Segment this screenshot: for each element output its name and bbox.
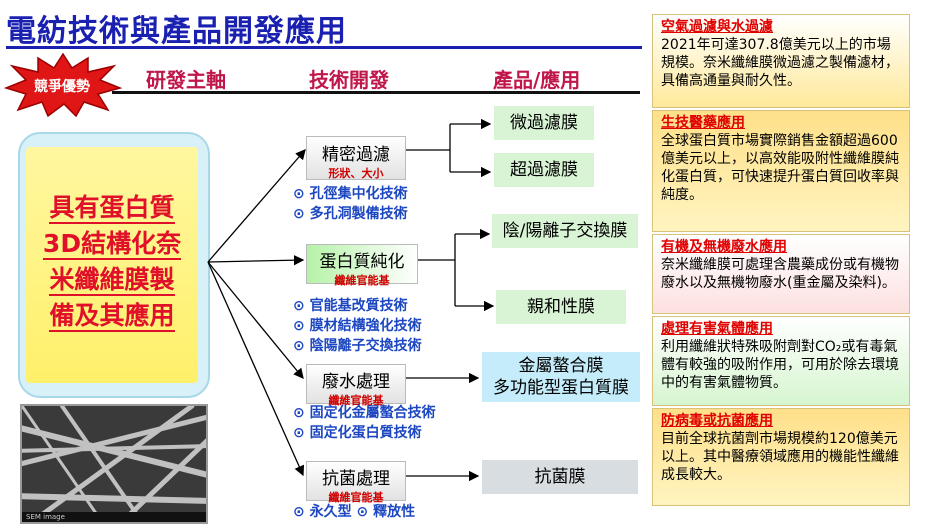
starburst-badge bbox=[4, 52, 122, 118]
app-box-heading: 空氣過濾與水過濾 bbox=[661, 19, 773, 35]
column-heading-product: 產品/應用 bbox=[493, 68, 581, 92]
main-topic-line: 米纖維膜製 bbox=[49, 265, 175, 296]
bullet-item: ⊙ 固定化金屬螯合技術 bbox=[293, 405, 436, 421]
bullet-item: ⊙ 膜材結構強化技術 bbox=[293, 318, 422, 334]
tech-node-precision-filtration: 精密過濾 形狀、大小 bbox=[306, 136, 406, 180]
product-ion-exchange: 陰/陽離子交換膜 bbox=[492, 214, 638, 248]
tech-node-sublabel: 纖維官能基 bbox=[328, 394, 384, 407]
tech-node-sublabel: 纖維官能基 bbox=[334, 274, 390, 287]
main-topic-line: 具有蛋白質 bbox=[49, 193, 175, 224]
app-box-heading: 處理有害氣體應用 bbox=[661, 321, 773, 337]
tech-bullets-wastewater: ⊙ 固定化金屬螯合技術 ⊙ 固定化蛋白質技術 bbox=[293, 403, 436, 443]
app-box-harmful-gas: 處理有害氣體應用 利用纖維狀特殊吸附劑對CO₂或有毒氣體有較強的吸附作用，可用於… bbox=[652, 316, 910, 406]
tech-node-wastewater: 廢水處理 纖維官能基 bbox=[306, 364, 406, 407]
app-box-air-water: 空氣過濾與水過濾 2021年可達307.8億美元以上的市場規模。奈米纖維膜微過濾… bbox=[652, 14, 910, 108]
bullet-item: ⊙ 陰陽離子交換技術 bbox=[293, 338, 422, 354]
title-underline bbox=[6, 46, 642, 49]
product-microfiltration: 微過濾膜 bbox=[494, 106, 594, 140]
main-topic-text: 具有蛋白質 3D結構化奈 米纖維膜製 備及其應用 bbox=[28, 190, 196, 334]
fiber-image bbox=[22, 406, 206, 522]
app-box-antiviral: 防病毒或抗菌應用 目前全球抗菌劑市場規模約120億美元以上。其中醫療領域應用的機… bbox=[652, 408, 910, 506]
product-chelate-line: 金屬螯合膜 bbox=[518, 356, 604, 376]
app-box-body: 目前全球抗菌劑市場規模約120億美元以上。其中醫療領域應用的機能性纖維成長較大。 bbox=[661, 431, 899, 483]
tech-node-protein-purification: 蛋白質純化 纖維官能基 bbox=[306, 244, 418, 287]
product-ultrafiltration: 超過濾膜 bbox=[494, 153, 594, 187]
product-antibacterial: 抗菌膜 bbox=[482, 460, 638, 494]
heading-rule bbox=[112, 91, 640, 94]
app-box-biotech: 生技醫藥應用 全球蛋白質市場實際銷售金額超過600億美元以上，以高效能吸附性纖維… bbox=[652, 110, 910, 232]
app-box-body: 全球蛋白質市場實際銷售金額超過600億美元以上，以高效能吸附性纖維膜純化蛋白質，… bbox=[661, 133, 899, 203]
tech-node-label: 抗菌處理 bbox=[322, 469, 390, 489]
column-heading-tech: 技術開發 bbox=[309, 68, 389, 92]
app-box-heading: 防病毒或抗菌應用 bbox=[661, 413, 773, 429]
product-multifunction-line: 多功能型蛋白質膜 bbox=[493, 378, 629, 398]
tech-node-label: 廢水處理 bbox=[322, 372, 390, 392]
main-topic-box bbox=[26, 147, 198, 383]
product-affinity: 親和性膜 bbox=[496, 290, 626, 324]
bullet-item: ⊙ 孔徑集中化技術 bbox=[293, 186, 408, 202]
tech-node-antibacterial: 抗菌處理 纖維官能基 bbox=[306, 461, 406, 504]
page-title: 電紡技術與產品開發應用 bbox=[6, 14, 347, 49]
badge-label: 競爭優勢 bbox=[34, 79, 90, 95]
main-topic-line: 備及其應用 bbox=[49, 301, 175, 332]
tech-node-sublabel: 形狀、大小 bbox=[328, 167, 384, 180]
tech-node-label: 精密過濾 bbox=[322, 145, 390, 165]
app-box-heading: 有機及無機廢水應用 bbox=[661, 239, 787, 255]
tech-node-label: 蛋白質純化 bbox=[319, 252, 405, 272]
main-topic-line: 3D結構化奈 bbox=[42, 229, 182, 260]
app-box-body: 利用纖維狀特殊吸附劑對CO₂或有毒氣體有較強的吸附作用，可用於除去環境中的有害氣… bbox=[661, 339, 899, 391]
sem-fiber-photo: SEM image bbox=[20, 404, 208, 524]
app-box-wastewater: 有機及無機廢水應用 奈米纖維膜可處理含農藥成份或有機物廢水以及無機物廢水(重金屬… bbox=[652, 234, 910, 314]
app-box-heading: 生技醫藥應用 bbox=[661, 115, 745, 131]
tech-bullets-antibacterial: ⊙ 永久型 ⊙ 釋放性 bbox=[293, 502, 415, 522]
bullet-item: ⊙ 永久型 ⊙ 釋放性 bbox=[293, 504, 416, 520]
tech-bullets-purification: ⊙ 官能基改質技術 ⊙ 膜材結構強化技術 ⊙ 陰陽離子交換技術 bbox=[293, 296, 422, 356]
photo-footer: SEM image bbox=[26, 513, 65, 521]
app-box-body: 奈米纖維膜可處理含農藥成份或有機物廢水以及無機物廢水(重金屬及染料)。 bbox=[661, 257, 899, 291]
app-box-body: 2021年可達307.8億美元以上的市場規模。奈米纖維膜微過濾之製備濾材，具備高… bbox=[661, 37, 899, 89]
bullet-item: ⊙ 固定化蛋白質技術 bbox=[293, 425, 422, 441]
bullet-item: ⊙ 官能基改質技術 bbox=[293, 298, 408, 314]
product-chelate: 金屬螯合膜 多功能型蛋白質膜 bbox=[482, 352, 640, 402]
bullet-item: ⊙ 多孔洞製備技術 bbox=[293, 206, 408, 222]
tech-node-sublabel: 纖維官能基 bbox=[328, 491, 384, 504]
column-heading-axis: 研發主軸 bbox=[146, 68, 226, 92]
tech-bullets-filtration: ⊙ 孔徑集中化技術 ⊙ 多孔洞製備技術 bbox=[293, 184, 408, 224]
